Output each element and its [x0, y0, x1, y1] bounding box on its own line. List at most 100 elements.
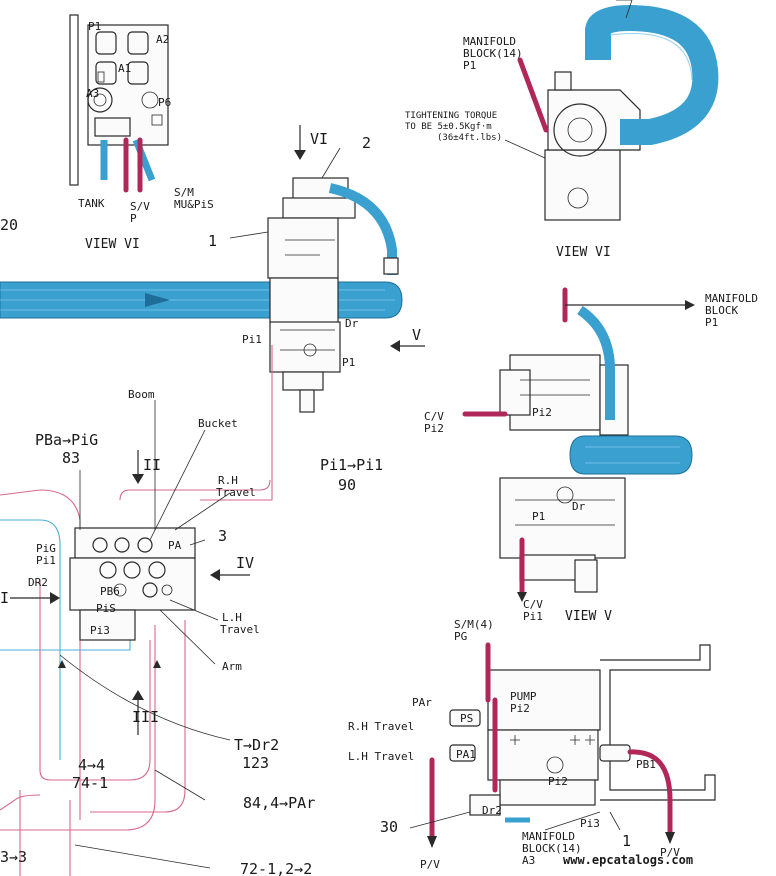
main-suction-hose: [0, 281, 403, 319]
edge-number-20: 20: [0, 216, 18, 234]
port-a1-label: A1: [118, 62, 131, 75]
bottom-right-pump: S/M(4) PG PAr PUMP Pi2 R.H Travel PS L.H…: [348, 618, 716, 871]
sm-label: S/M: [174, 186, 194, 199]
br-pb1-label: PB1: [636, 758, 656, 771]
arrow-ii-label: II: [143, 456, 161, 474]
pig-label: PiG: [36, 542, 56, 555]
p1-label: P1: [342, 356, 355, 369]
view-v-manifold-line2: BLOCK: [705, 304, 738, 317]
br-pi3-label: Pi3: [580, 817, 600, 830]
br-pi2-lower-label: Pi2: [548, 775, 568, 788]
torque-line3: (36±4ft.lbs): [437, 133, 502, 143]
arm-label: Arm: [222, 660, 242, 673]
view-v-p1: P1: [532, 510, 545, 523]
pi1-pi1-label: Pi1→Pi1: [320, 456, 383, 474]
manifold-top-line1: MANIFOLD: [463, 35, 516, 48]
view-v-manifold-line3: P1: [705, 316, 718, 329]
view-v-cv-top: C/V: [424, 410, 444, 423]
view-v-pi1: Pi1: [523, 610, 543, 623]
port-p1-label: P1: [88, 20, 101, 33]
pba-number: 83: [62, 449, 80, 467]
cv-pi1-arrow-icon: [517, 592, 527, 602]
view-arrow-vi-icon: [294, 150, 306, 160]
view-v-pi2-inner: Pi2: [532, 406, 552, 419]
view-arrow-iv-icon: [210, 569, 220, 581]
br-manifold-line1: MANIFOLD: [522, 830, 575, 843]
callout-30: 30: [380, 818, 398, 836]
label-74-1: 74-1: [72, 774, 108, 792]
flow-arrow-icon: [145, 293, 170, 307]
lh-travel-line1: L.H: [222, 611, 242, 624]
pba-label: PBa→PiG: [35, 431, 98, 449]
view-v-title: VIEW V: [565, 609, 612, 624]
view-arrow-ii-icon: [132, 474, 144, 484]
rh-travel-line1: R.H: [218, 474, 238, 487]
callout-123: 123: [242, 754, 269, 772]
arrow-i-label: I: [0, 589, 9, 607]
port-a2-label: A2: [156, 33, 169, 46]
callout-90: 90: [338, 476, 356, 494]
view-vi-left-title: VIEW VI: [85, 237, 140, 252]
watermark-text: www.epcatalogs.com: [563, 853, 693, 867]
manifold-top-line2: BLOCK(14): [463, 47, 523, 60]
pv-left-arrow-icon: [427, 836, 437, 848]
view-arrow-v-icon: [390, 340, 400, 352]
bucket-label: Bucket: [198, 417, 238, 430]
view-arrow-iii-icon: [132, 690, 144, 700]
br-manifold-line3: A3: [522, 854, 535, 867]
label-72-1-2: 72-1,2→2: [240, 860, 312, 876]
cv-pi3-label: Pi3: [90, 624, 110, 637]
arrow-v-label: V: [412, 326, 421, 344]
br-lh-travel-label: L.H Travel: [348, 750, 414, 763]
br-pv-right: P/V: [660, 846, 680, 859]
pis-label: PiS: [96, 602, 116, 615]
view-v-cv-bottom: C/V: [523, 598, 543, 611]
br-pump-label: PUMP: [510, 690, 537, 703]
sv-label: S/V: [130, 200, 150, 213]
boom-label: Boom: [128, 388, 155, 401]
rh-travel-line2: Travel: [216, 486, 256, 499]
torque-line1: TIGHTENING TORQUE: [405, 111, 497, 121]
view-v-pump: MANIFOLD BLOCK P1 C/V Pi2 Pi2 P1 Dr C/V …: [424, 287, 758, 624]
sv-p-label: P: [130, 212, 137, 225]
pa-label: PA: [168, 539, 182, 552]
callout-1: 1: [208, 232, 217, 250]
pi1-label: Pi1: [242, 333, 262, 346]
manifold-arrow-icon: [685, 300, 695, 310]
manifold-top-line3: P1: [463, 59, 476, 72]
arrow-iii-label: III: [132, 708, 159, 726]
cv-pi1-label: Pi1: [36, 554, 56, 567]
center-pump: VI 2 1 Dr Pi1 P1 V: [200, 125, 425, 501]
dr-label: Dr: [345, 317, 359, 330]
port-a3-label: A3: [86, 87, 99, 100]
view-v-manifold-line1: MANIFOLD: [705, 292, 758, 305]
t-dr2-label: T→Dr2: [234, 736, 279, 754]
view-v-pi2: Pi2: [424, 422, 444, 435]
callout-2: 2: [362, 134, 371, 152]
label-3-3: 3→3: [0, 848, 27, 866]
br-ps-label: PS: [460, 712, 473, 725]
arrow-vi-label: VI: [310, 130, 328, 148]
torque-line2: TO BE 5±0.5Kgf·m: [405, 122, 492, 132]
mu-label: MU&PiS: [174, 198, 214, 211]
control-valve-assembly: Boom Bucket PBa→PiG 83 II R.H Travel 3 P…: [0, 388, 383, 876]
callout-3: 3: [218, 527, 227, 545]
view-v-dr: Dr: [572, 500, 586, 513]
small-arrow-icon: [153, 660, 161, 668]
pv-right-arrow-icon: [665, 832, 675, 844]
dr2-label: DR2: [28, 576, 48, 589]
br-dr2-label: Dr2: [482, 804, 502, 817]
br-par-label: PAr: [412, 696, 432, 709]
small-arrow-icon: [58, 660, 66, 668]
pb6-label: PB6: [100, 585, 120, 598]
br-rh-travel-label: R.H Travel: [348, 720, 414, 733]
label-4-4: 4→4: [78, 756, 105, 774]
top-right-pump-view: MANIFOLD BLOCK(14) P1 TIGHTENING TORQUE …: [405, 0, 719, 260]
br-callout-1: 1: [622, 832, 631, 850]
view-vi-right-title: VIEW VI: [556, 245, 611, 260]
label-84-4-par: 84,4→PAr: [243, 794, 315, 812]
arrow-iv-label: IV: [236, 554, 254, 572]
port-p6-label: P6: [158, 96, 171, 109]
br-pg-label: PG: [454, 630, 467, 643]
